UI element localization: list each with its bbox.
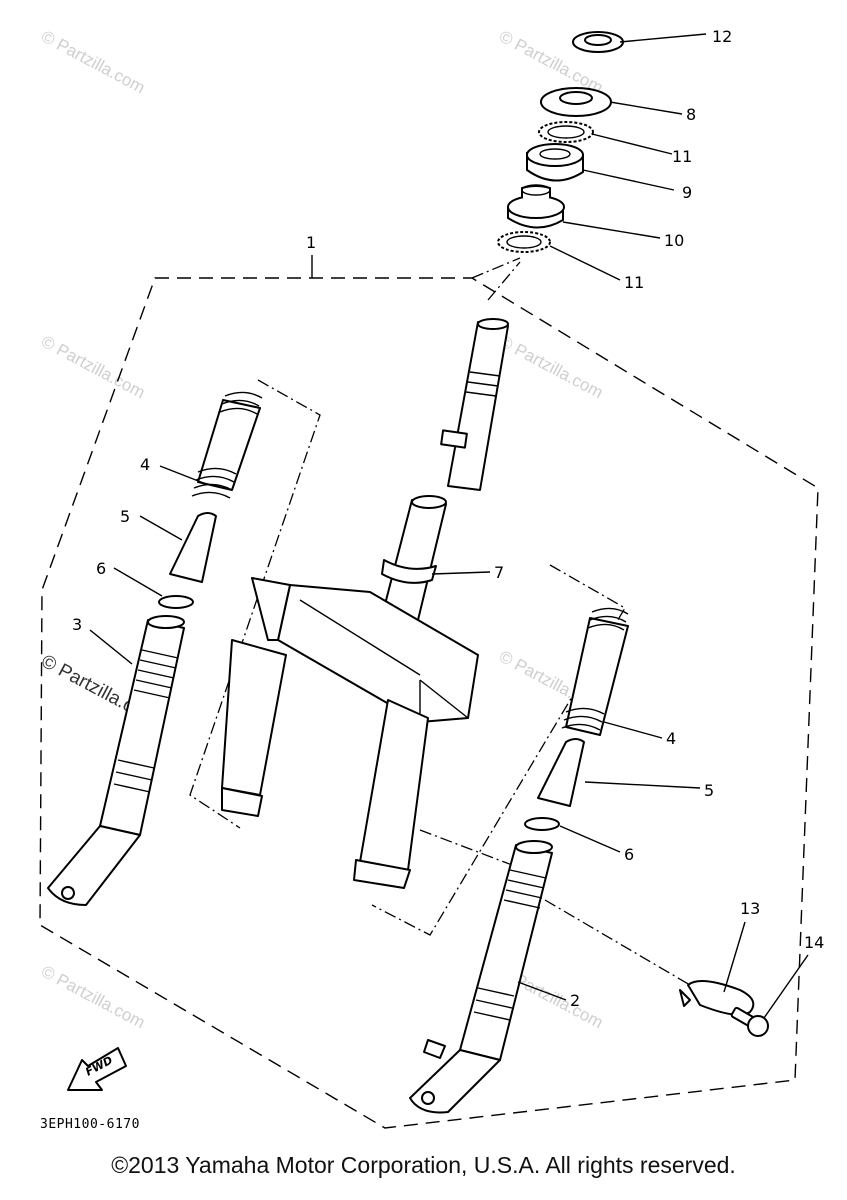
callout-6-right: 6	[624, 845, 634, 864]
part-6-washer-left[interactable]	[158, 595, 194, 609]
part-7-steering-stem[interactable]	[221, 318, 509, 889]
part-14-bolt[interactable]	[730, 1006, 769, 1037]
part-3-fork-outer-left[interactable]	[47, 615, 185, 906]
callout-9: 9	[682, 183, 692, 202]
callout-11-upper: 11	[672, 147, 692, 166]
callout-4-left: 4	[140, 455, 150, 474]
callout-5-right: 5	[704, 781, 714, 800]
callout-14: 14	[804, 933, 824, 952]
callout-11-lower: 11	[624, 273, 644, 292]
callout-3: 3	[72, 615, 82, 634]
callout-13: 13	[740, 899, 760, 918]
part-5-spacer-right[interactable]	[537, 738, 585, 807]
part-13-clip[interactable]	[679, 980, 755, 1016]
part-9-bearing-race[interactable]	[526, 143, 584, 182]
exploded-view-svg: © Partzilla.com © Partzilla.com © Partzi…	[38, 27, 825, 1132]
watermark-text: © Partzilla.com	[496, 332, 606, 403]
part-11-ball-bearing-lower[interactable]	[497, 231, 551, 253]
part-2-fork-outer-right[interactable]	[409, 840, 553, 1114]
callout-6-left: 6	[96, 559, 106, 578]
copyright-notice: ©2013 Yamaha Motor Corporation, U.S.A. A…	[111, 1152, 736, 1178]
part-11-ball-bearing-upper[interactable]	[538, 121, 594, 143]
callout-4-right: 4	[666, 729, 676, 748]
leader-lines	[89, 33, 809, 1019]
callout-labels: 12 8 11 9 10 11 1 4 5 6 3 7 4 5 6 2 13 1…	[72, 27, 824, 1010]
diagram-code: 3EPH100-6170	[40, 1117, 140, 1132]
callout-8: 8	[686, 105, 696, 124]
part-4-spring-left[interactable]	[191, 391, 263, 499]
assembly-outline	[39, 277, 819, 1129]
part-12-ring-nut[interactable]	[572, 31, 624, 53]
callout-12: 12	[712, 27, 732, 46]
callout-5-left: 5	[120, 507, 130, 526]
callout-1: 1	[306, 233, 316, 252]
watermark-text: © Partzilla.com	[38, 962, 148, 1033]
callout-10: 10	[664, 231, 684, 250]
part-5-spacer-left[interactable]	[169, 512, 217, 583]
part-10-bearing-race[interactable]	[507, 184, 565, 229]
fwd-arrow-icon: FWD	[67, 1047, 127, 1091]
alignment-guides	[189, 257, 691, 986]
callout-7: 7	[494, 563, 504, 582]
watermark-text: © Partzilla.com	[38, 332, 148, 403]
callout-2: 2	[570, 991, 580, 1010]
part-6-washer-right[interactable]	[524, 817, 560, 831]
part-8-seal[interactable]	[540, 87, 612, 117]
part-4-spring-right[interactable]	[561, 607, 629, 736]
watermark-text: © Partzilla.com	[38, 27, 148, 98]
